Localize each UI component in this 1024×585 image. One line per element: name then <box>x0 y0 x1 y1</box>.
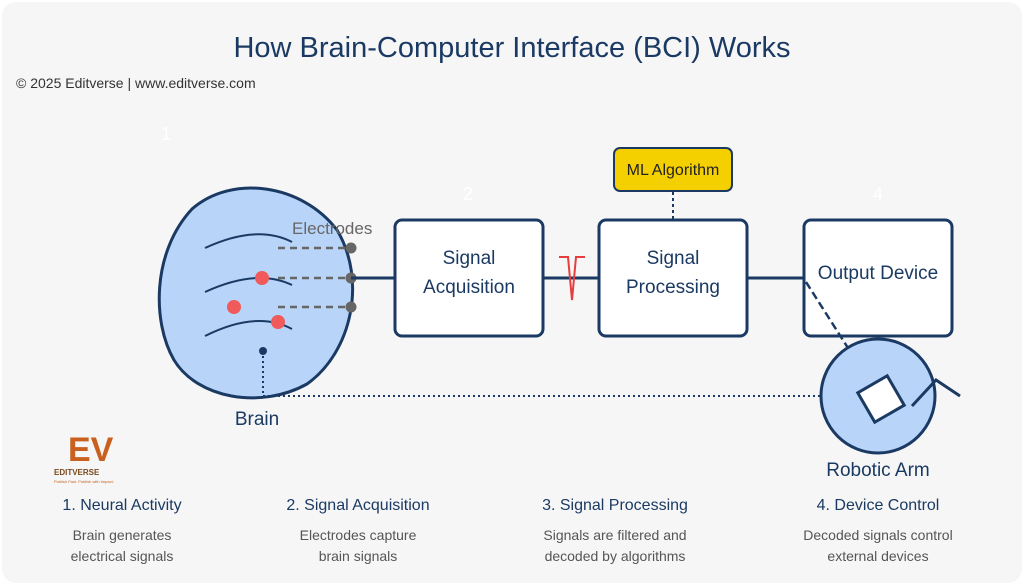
step-description-line: Electrodes capture <box>299 527 417 543</box>
brain-fold-3 <box>204 320 293 337</box>
step-number-2: 2 <box>463 184 473 204</box>
step-title: 3. Signal Processing <box>542 497 688 514</box>
signal-acquisition-box <box>393 218 545 338</box>
robotic-arm-joint <box>855 373 907 425</box>
step-title: 2. Signal Acquisition <box>286 497 430 514</box>
electrodes-label: Electrodes <box>292 219 372 238</box>
brain-shape <box>157 186 355 400</box>
robotic-arm-label: Robotic Arm <box>826 460 929 481</box>
signal-processing-box <box>597 218 749 338</box>
brain-to-arm-path <box>262 351 830 397</box>
ml-algorithm-label: ML Algorithm <box>627 162 720 179</box>
step-title: 1. Neural Activity <box>62 497 182 514</box>
editverse-logo: EV EDITVERSE Publish Fast. Publish with … <box>54 431 114 484</box>
step-description-line: Signals are filtered and <box>543 527 687 543</box>
step-title: 4. Device Control <box>816 497 940 514</box>
logo-name: EDITVERSE <box>54 468 100 477</box>
step-description-line: Brain generates <box>72 527 172 543</box>
step-description-line: Decoded signals control <box>803 527 953 543</box>
robotic-arm-segment <box>910 378 961 408</box>
step-number-4: 4 <box>873 184 883 204</box>
signal-processing-label-line2: Processing <box>626 277 720 298</box>
step-signal-processing: 3. Signal Processing Signals are filtere… <box>495 497 735 567</box>
signal-processing-label-line1: Signal <box>647 248 700 269</box>
step-number-1: 1 <box>161 124 171 144</box>
signal-acquisition-label-line2: Acquisition <box>423 277 515 298</box>
signal-wave <box>559 256 585 301</box>
output-device-box <box>802 218 954 338</box>
signal-acquisition-label-line1: Signal <box>443 248 496 269</box>
step-description: Brain generates electrical signals <box>2 525 242 567</box>
step-description: Decoded signals control external devices <box>758 525 998 567</box>
neuron-dot-2 <box>227 300 241 314</box>
step-description-line: brain signals <box>318 548 398 564</box>
logo-mark: EV <box>68 431 114 469</box>
electrode-dot-1 <box>345 242 357 254</box>
step-description: Electrodes capture brain signals <box>238 525 478 567</box>
step-description: Signals are filtered and decoded by algo… <box>495 525 735 567</box>
output-device-label: Output Device <box>818 263 938 284</box>
page-title: How Brain-Computer Interface (BCI) Works <box>233 32 791 64</box>
neuron-dot-3 <box>271 315 285 329</box>
step-signal-acquisition: 2. Signal Acquisition Electrodes capture… <box>238 497 478 567</box>
brain-fold-2 <box>204 276 293 293</box>
step-description-line: electrical signals <box>70 548 174 564</box>
step-neural-activity: 1. Neural Activity Brain generates elect… <box>2 497 242 567</box>
step-description-line: decoded by algorithms <box>544 548 686 564</box>
copyright-text: © 2025 Editverse | www.editverse.com <box>16 75 256 91</box>
neuron-dot-1 <box>255 271 269 285</box>
step-device-control: 4. Device Control Decoded signals contro… <box>758 497 998 567</box>
electrode-dot-3 <box>345 301 357 313</box>
brain-label: Brain <box>235 409 279 430</box>
step-description-line: external devices <box>827 548 929 564</box>
logo-tagline: Publish Fast. Publish with Impact. <box>54 479 114 484</box>
ml-algorithm-box <box>613 147 733 192</box>
brain-fold-1 <box>204 233 293 249</box>
